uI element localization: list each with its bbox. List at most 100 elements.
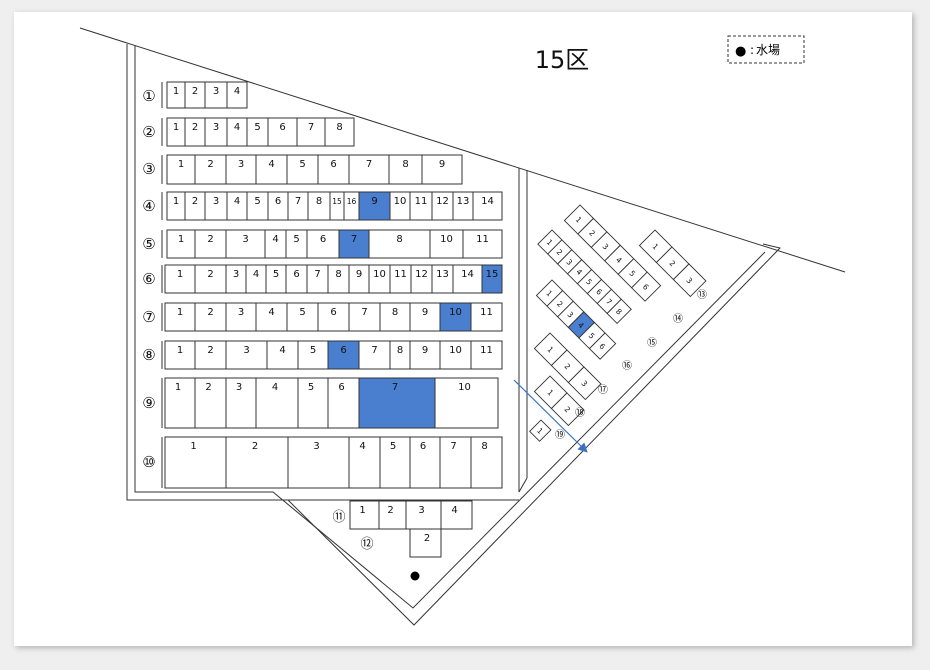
plot-cell[interactable]: 9	[409, 340, 441, 370]
plot-cell[interactable]: 10	[439, 340, 472, 370]
plot-cell[interactable]: 8	[606, 298, 632, 324]
plot-cell[interactable]: 9	[421, 154, 463, 185]
plot-cell[interactable]: 8	[327, 264, 350, 294]
plot-cell[interactable]: 4	[255, 302, 288, 332]
plot-cell[interactable]: 5	[265, 264, 287, 294]
plot-cell[interactable]: 6	[327, 340, 360, 370]
plot-cell[interactable]: 1	[164, 436, 227, 489]
plot-cell[interactable]: 8	[388, 154, 423, 185]
plot-cell[interactable]: 10	[434, 377, 499, 429]
plot-cell[interactable]: 3	[225, 377, 257, 429]
plot-cell[interactable]: 4	[440, 500, 473, 530]
plot-cell[interactable]: 2	[184, 81, 206, 109]
plot-cell[interactable]: 6	[267, 117, 298, 147]
plot-cell[interactable]: 6	[317, 302, 350, 332]
plot-cell[interactable]: 3	[225, 302, 257, 332]
plot-cell[interactable]: 7	[306, 264, 329, 294]
plot-cell[interactable]: 5	[297, 340, 329, 370]
plot-cell[interactable]: 2	[194, 340, 227, 370]
plot-cell[interactable]: 2	[378, 500, 407, 530]
plot-cell[interactable]: 8	[307, 191, 331, 221]
plot-cell[interactable]: 5	[286, 154, 319, 185]
plot-cell[interactable]: 11	[409, 191, 433, 221]
plot-cell[interactable]: 1	[166, 229, 196, 259]
plot-cell[interactable]: 2	[184, 191, 206, 221]
plot-cell[interactable]: 5	[286, 302, 319, 332]
plot-cell[interactable]: 8	[324, 117, 355, 147]
plot-cell[interactable]: 3	[204, 81, 228, 109]
plot-cell[interactable]: 7	[296, 117, 326, 147]
plot-cell[interactable]: 6	[267, 191, 289, 221]
plot-cell[interactable]: 7	[358, 377, 436, 429]
plot-cell[interactable]: 14	[452, 264, 483, 294]
plot-cell[interactable]: 12	[410, 264, 433, 294]
plot-cell[interactable]: 4	[226, 81, 248, 109]
plot-cell[interactable]: 3	[225, 229, 266, 259]
plot-cell[interactable]: 6	[306, 229, 340, 259]
plot-cell[interactable]: 5	[246, 191, 269, 221]
plot-cell[interactable]: 10	[429, 229, 464, 259]
plot-cell[interactable]: 8	[389, 340, 411, 370]
plot-cell[interactable]: 7	[287, 191, 309, 221]
plot-cell[interactable]: 7	[439, 436, 472, 489]
plot-cell[interactable]: 2	[194, 302, 227, 332]
plot-cell[interactable]: 6	[630, 271, 662, 302]
plot-cell[interactable]: 11	[470, 340, 503, 370]
plot-cell[interactable]: 9	[348, 264, 370, 294]
plot-cell[interactable]: 3	[287, 436, 350, 489]
plot-cell[interactable]: 7	[338, 229, 370, 259]
plot-cell[interactable]: 2	[550, 392, 585, 427]
plot-cell[interactable]: 7	[358, 340, 391, 370]
plot-cell[interactable]: 7	[348, 154, 390, 185]
plot-cell[interactable]: 5	[285, 229, 308, 259]
plot-cell[interactable]: 6	[409, 436, 441, 489]
plot-cell[interactable]: 2	[409, 528, 442, 558]
plot-cell[interactable]: 4	[255, 154, 288, 185]
plot-cell[interactable]: 6	[327, 377, 360, 429]
plot-cell[interactable]: 6	[317, 154, 350, 185]
plot-cell[interactable]: 4	[226, 191, 248, 221]
plot-cell[interactable]: 9	[358, 191, 391, 221]
plot-cell[interactable]: 1	[164, 264, 196, 294]
plot-cell[interactable]: 9	[409, 302, 441, 332]
plot-cell[interactable]: 7	[348, 302, 381, 332]
plot-cell[interactable]: 4	[264, 229, 287, 259]
plot-cell[interactable]: 2	[194, 377, 227, 429]
plot-cell[interactable]: 2	[194, 154, 227, 185]
plot-cell[interactable]: 14	[472, 191, 503, 221]
plot-cell[interactable]: 1	[166, 117, 186, 147]
plot-cell[interactable]: 3	[204, 191, 228, 221]
plot-cell[interactable]: 1	[349, 500, 380, 530]
plot-cell[interactable]: 1	[164, 340, 196, 370]
plot-cell[interactable]: 13	[431, 264, 454, 294]
plot-cell[interactable]: 1	[166, 81, 186, 109]
plot-cell[interactable]: 3	[204, 117, 228, 147]
plot-cell[interactable]: 4	[266, 340, 299, 370]
plot-cell[interactable]: 3	[225, 264, 247, 294]
plot-cell[interactable]: 2	[184, 117, 206, 147]
plot-cell[interactable]: 11	[389, 264, 412, 294]
plot-cell[interactable]: 1	[164, 302, 196, 332]
plot-cell[interactable]: 6	[588, 332, 617, 360]
plot-cell[interactable]: 3	[567, 366, 602, 401]
plot-cell[interactable]: 3	[672, 263, 707, 298]
plot-cell[interactable]: 10	[389, 191, 411, 221]
plot-cell[interactable]: 11	[470, 302, 503, 332]
plot-cell[interactable]: 12	[431, 191, 454, 221]
plot-cell[interactable]: 11	[462, 229, 503, 259]
plot-cell[interactable]: 2	[225, 436, 289, 489]
plot-cell[interactable]: 1	[164, 377, 196, 429]
plot-cell[interactable]: 15	[481, 264, 503, 294]
plot-cell[interactable]: 3	[225, 340, 268, 370]
plot-cell[interactable]: 16	[343, 191, 360, 221]
plot-cell[interactable]: 13	[452, 191, 474, 221]
plot-cell[interactable]: 2	[194, 264, 227, 294]
plot-cell[interactable]: 3	[225, 154, 257, 185]
plot-cell[interactable]: 1	[529, 419, 552, 442]
plot-cell[interactable]: 15	[329, 191, 345, 221]
plot-cell[interactable]: 2	[194, 229, 227, 259]
plot-cell[interactable]: 4	[226, 117, 248, 147]
plot-cell[interactable]: 1	[166, 191, 186, 221]
plot-cell[interactable]: 4	[255, 377, 299, 429]
plot-cell[interactable]: 6	[285, 264, 308, 294]
